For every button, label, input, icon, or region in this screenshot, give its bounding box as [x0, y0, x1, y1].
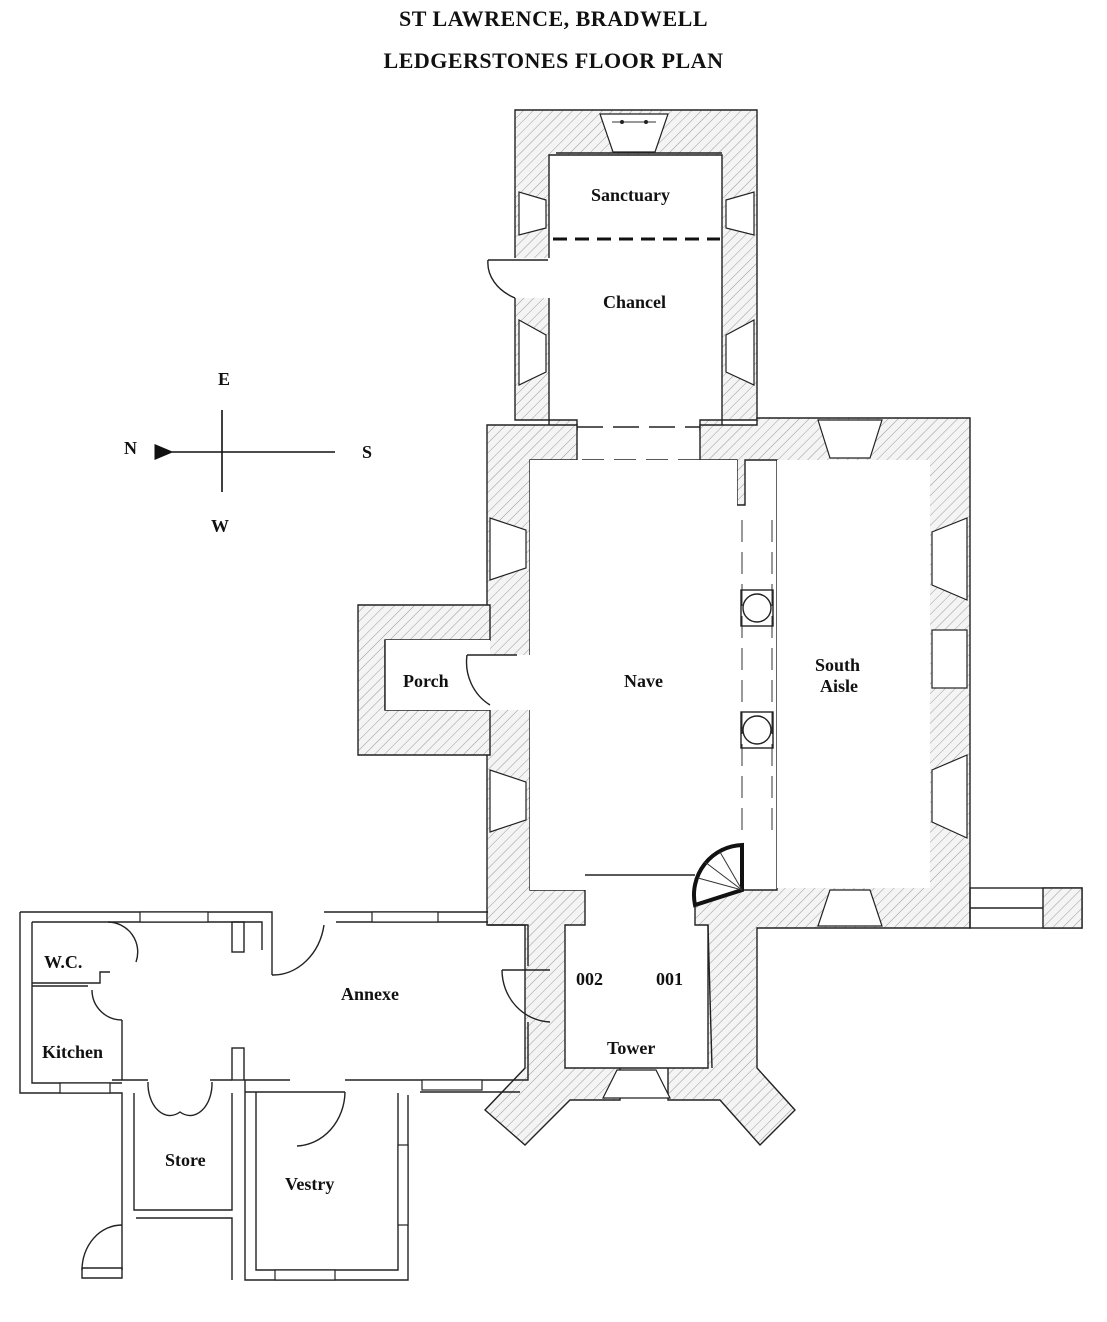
room-label-annexe: Annexe [341, 984, 399, 1004]
arcade [740, 520, 774, 840]
compass-south-label: S [362, 442, 372, 462]
compass-north-label: N [124, 438, 137, 458]
annexe-doors [91, 921, 551, 1147]
south-extension [969, 887, 1083, 929]
room-label-tower: Tower [607, 1038, 655, 1058]
room-label-south-aisle-line2: Aisle [820, 676, 858, 696]
porch-walls [357, 604, 535, 756]
ledgerstone-002: 002 [576, 969, 603, 989]
ledgerstone-001: 001 [656, 969, 683, 989]
room-label-sanctuary: Sanctuary [591, 185, 670, 205]
room-label-wc: W.C. [44, 952, 82, 972]
room-label-chancel: Chancel [603, 292, 666, 312]
room-label-south-aisle-line1: South [815, 655, 860, 675]
room-label-kitchen: Kitchen [42, 1042, 103, 1062]
room-label-porch: Porch [403, 671, 449, 691]
compass-west-label: W [211, 516, 229, 536]
chancel-walls [512, 109, 758, 431]
nave-walls [483, 417, 971, 1147]
compass-east-label: E [218, 369, 230, 389]
plan-subtitle: LEDGERSTONES FLOOR PLAN [383, 48, 724, 73]
room-label-vestry: Vestry [285, 1174, 334, 1194]
tower-stair [692, 842, 744, 908]
compass-rose [154, 410, 335, 492]
room-label-nave: Nave [624, 671, 663, 691]
plan-title: ST LAWRENCE, BRADWELL [398, 6, 708, 31]
porch-door [465, 654, 517, 706]
chancel-door [487, 259, 548, 299]
room-label-store: Store [165, 1150, 206, 1170]
annexe-walls [19, 911, 529, 1281]
